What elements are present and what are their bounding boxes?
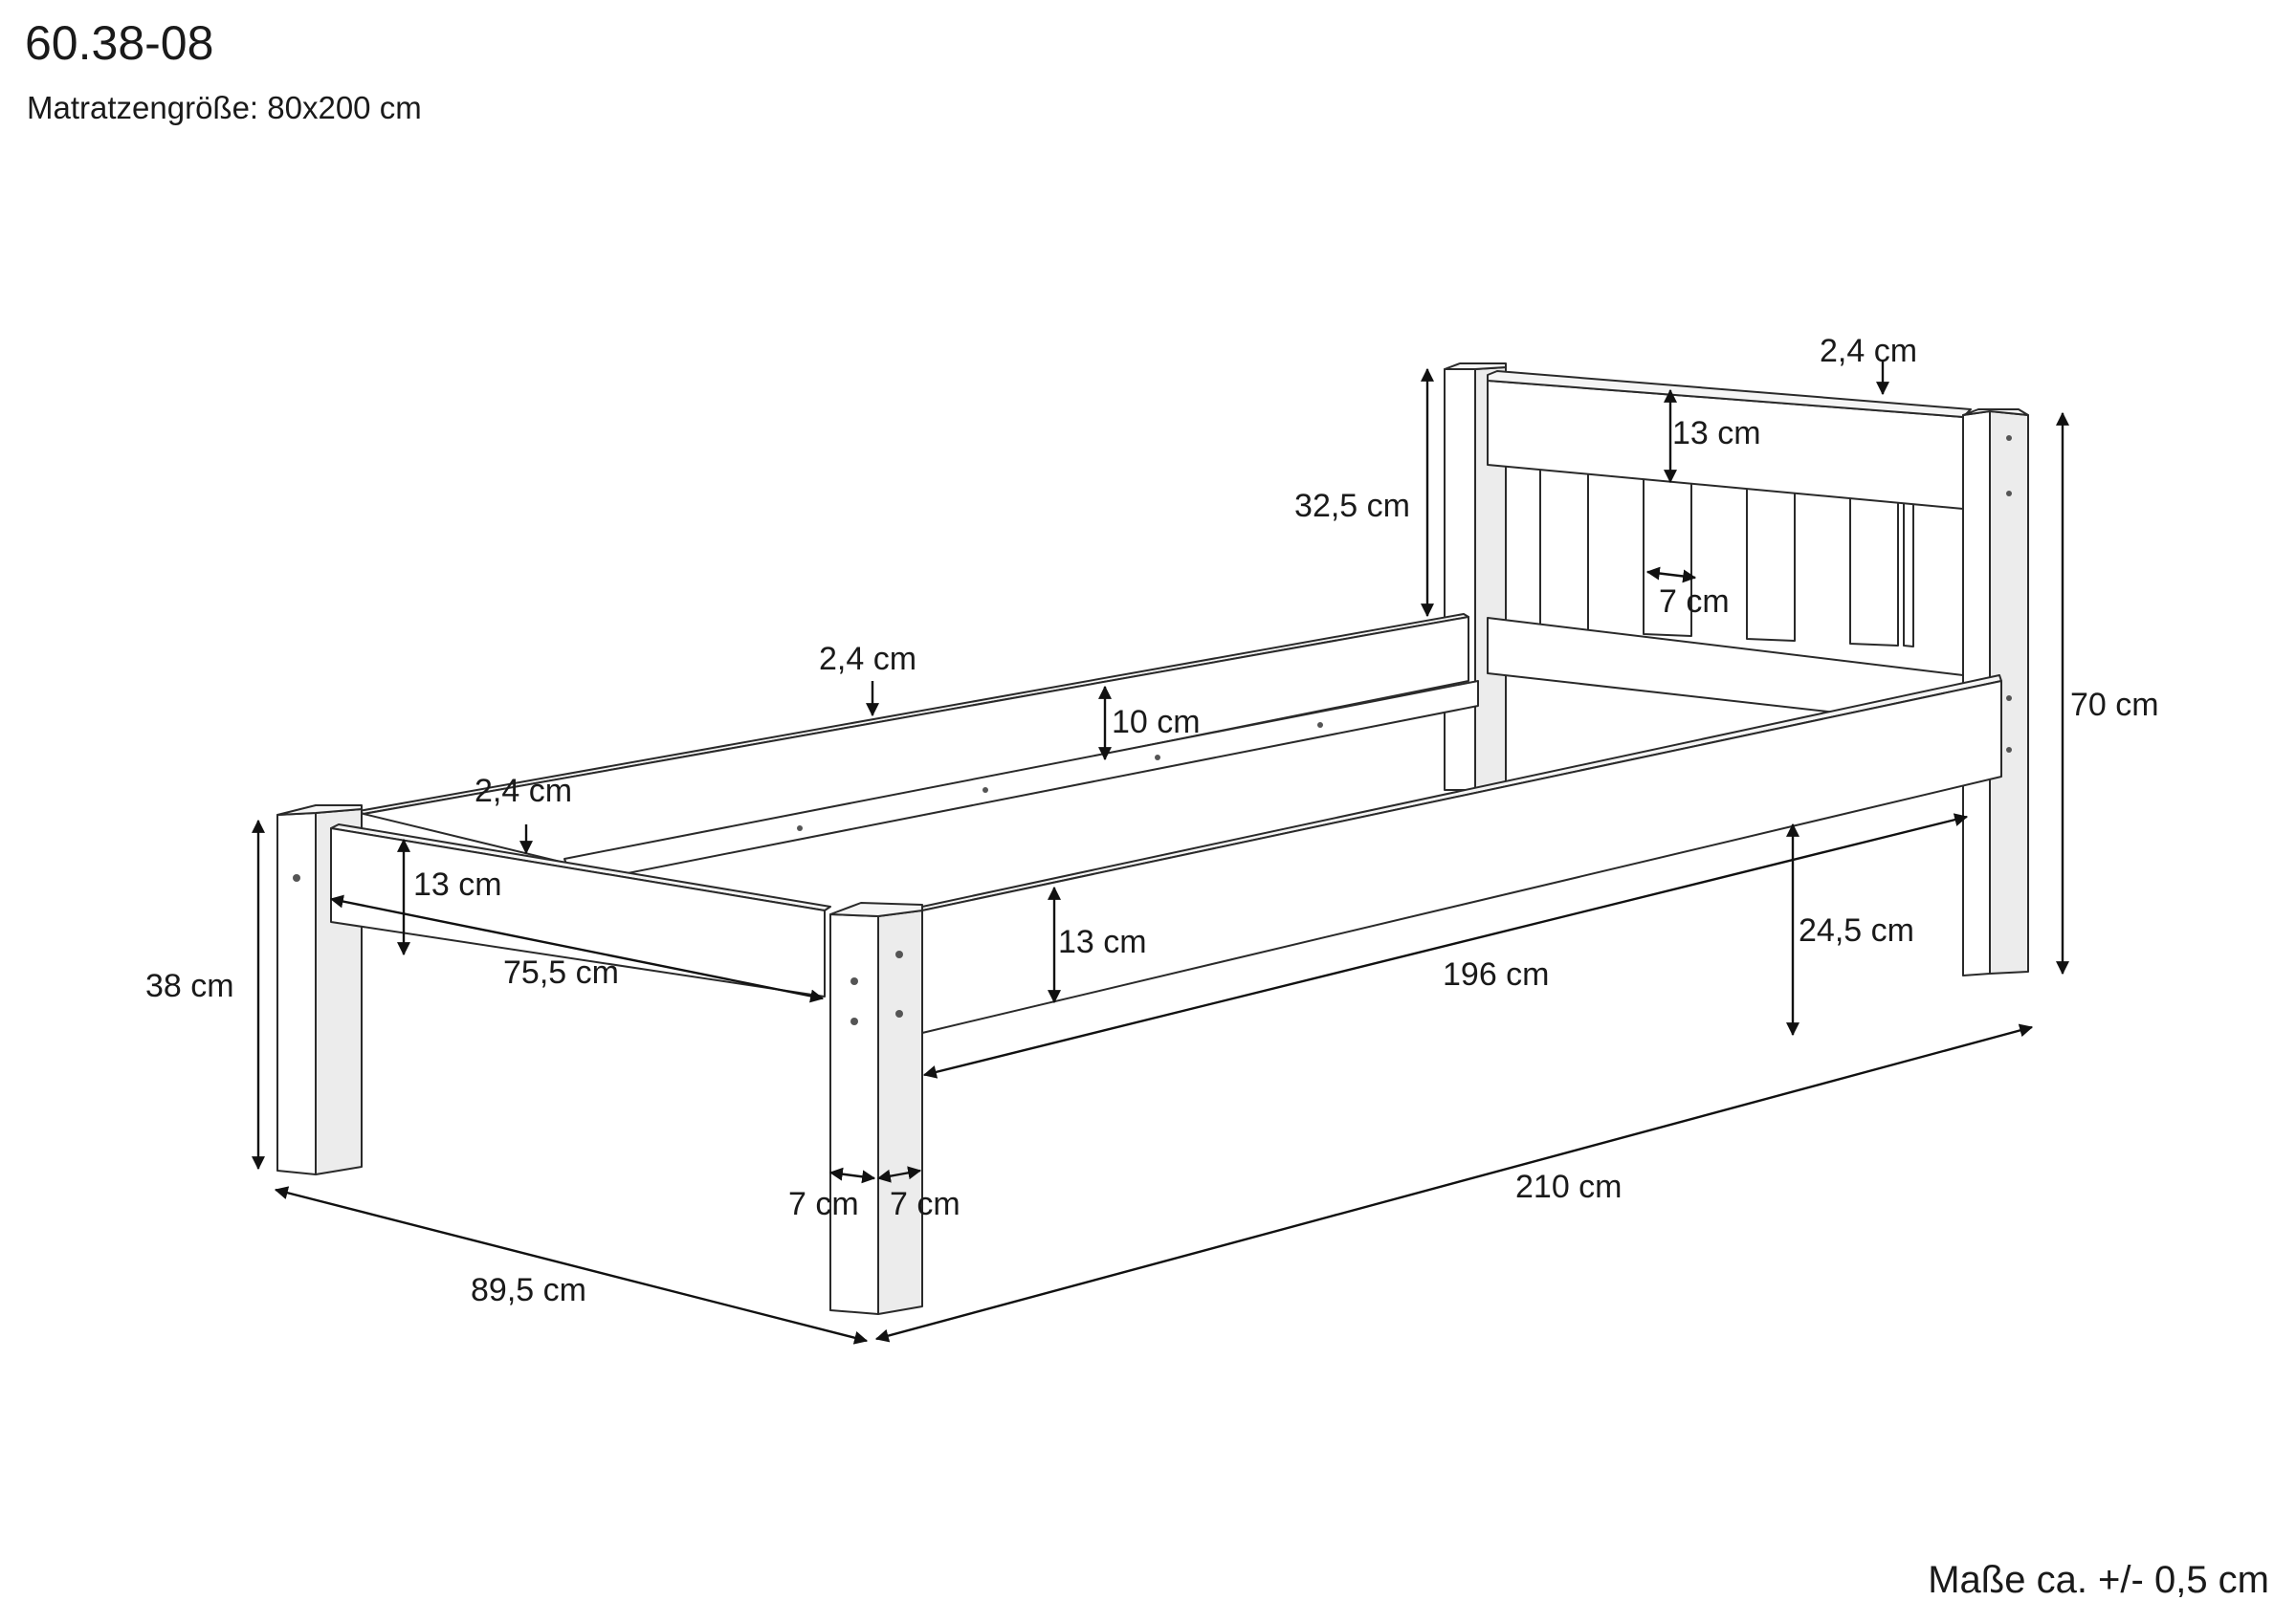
label-inner-width: 75,5 cm xyxy=(503,954,619,991)
foot-post-front-side xyxy=(877,910,923,1315)
back-side-rail xyxy=(358,613,1479,885)
dimension-labels: 2,4 cm 13 cm 32,5 cm 7 cm 70 cm 2,4 cm 1… xyxy=(145,333,2159,1308)
foot-post-left xyxy=(276,812,317,1175)
dim-arrow xyxy=(1645,566,1697,583)
foot-post-front xyxy=(829,913,879,1315)
dim-arrow xyxy=(329,894,825,1003)
bolt-hole xyxy=(2006,491,2012,496)
bolt-hole xyxy=(1155,755,1160,760)
foot-post-left-top xyxy=(276,804,363,816)
bolt-hole xyxy=(293,874,300,882)
dimension-lines xyxy=(252,360,2069,1345)
bolt-hole xyxy=(895,951,903,958)
label-slat-width: 7 cm xyxy=(1659,583,1730,620)
bolt-hole xyxy=(850,977,858,985)
foot-end xyxy=(276,804,923,1315)
label-floor-clearance: 24,5 cm xyxy=(1799,912,1914,949)
label-outer-length: 210 cm xyxy=(1515,1169,1623,1205)
label-foot-height: 38 cm xyxy=(145,968,234,1004)
bolt-hole xyxy=(1317,722,1323,728)
head-post-right-top xyxy=(1962,408,2029,416)
label-slat-thickness-head: 2,4 cm xyxy=(1820,333,1917,369)
label-inner-ledge-height: 10 cm xyxy=(1112,704,1201,740)
head-post-left xyxy=(1444,368,1476,791)
label-post-width-b: 7 cm xyxy=(890,1186,960,1222)
label-top-rail-height: 13 cm xyxy=(1672,415,1761,451)
tolerance-note: Maße ca. +/- 0,5 cm xyxy=(1928,1559,2269,1601)
head-slat xyxy=(1539,468,1589,632)
bolt-hole xyxy=(797,825,803,831)
label-post-width-a: 7 cm xyxy=(788,1186,859,1222)
bolt-hole xyxy=(982,787,988,793)
bolt-hole xyxy=(2006,695,2012,701)
head-slat xyxy=(1849,479,1899,647)
dim-arrow xyxy=(274,1186,869,1345)
label-rail-thickness-back: 2,4 cm xyxy=(819,641,916,677)
label-inner-length: 196 cm xyxy=(1443,956,1550,993)
back-rail-face xyxy=(363,616,1469,864)
label-rail-thickness-foot: 2,4 cm xyxy=(475,773,572,809)
head-slat xyxy=(1746,475,1796,642)
bolt-hole xyxy=(2006,747,2012,753)
label-headboard-height-above-rail: 32,5 cm xyxy=(1294,488,1410,524)
label-side-rail-height: 13 cm xyxy=(1058,924,1147,960)
label-outer-width: 89,5 cm xyxy=(471,1272,586,1308)
mattress-size: Matratzengröße: 80x200 cm xyxy=(27,90,422,125)
label-headboard-total-height: 70 cm xyxy=(2070,687,2159,723)
bolt-hole xyxy=(850,1018,858,1025)
headboard xyxy=(1444,362,2029,976)
bolt-hole xyxy=(2006,435,2012,441)
head-slat xyxy=(1903,482,1914,647)
dim-arrow xyxy=(874,1023,2034,1343)
product-code: 60.38-08 xyxy=(25,16,214,70)
head-post-left-top xyxy=(1444,362,1507,370)
dim-arrow xyxy=(828,1167,876,1184)
bolt-hole xyxy=(895,1010,903,1018)
label-foot-rail-height: 13 cm xyxy=(413,866,502,903)
